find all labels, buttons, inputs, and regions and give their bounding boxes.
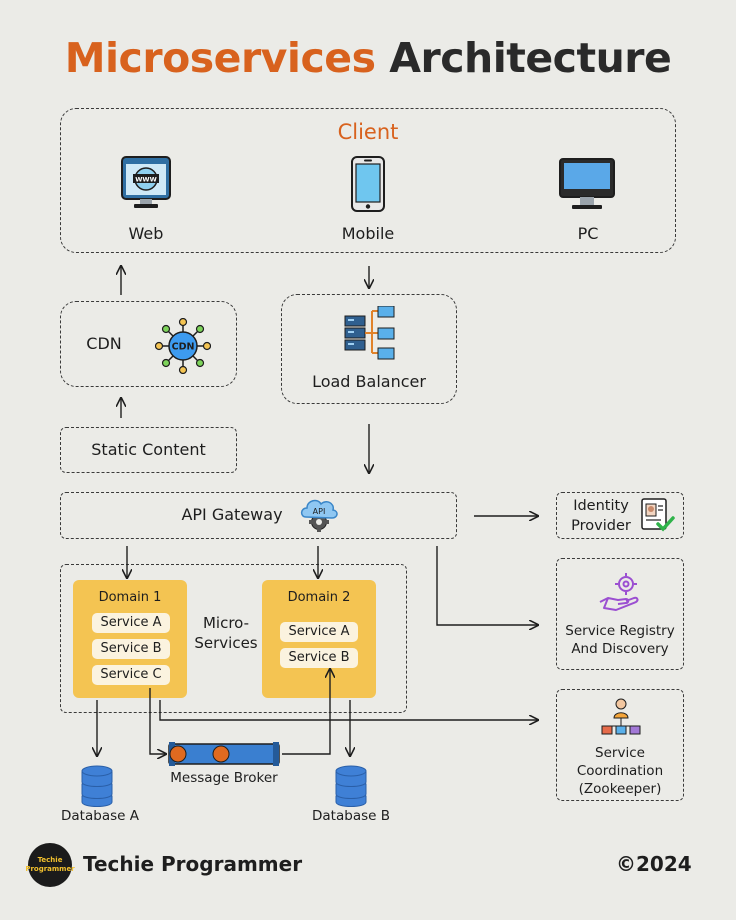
- client-web-label: Web: [128, 224, 164, 243]
- client-title: Client: [337, 120, 399, 144]
- service-coordination-line1: Service: [595, 745, 645, 761]
- coordinator-person-icon: [601, 698, 641, 735]
- api-cloud-gear-icon: API: [300, 499, 338, 532]
- arrow-gateway-to-registry: [436, 546, 538, 625]
- database-a-label: Database A: [61, 808, 139, 824]
- microservices-box: [60, 564, 407, 713]
- database-b-label: Database B: [312, 808, 390, 824]
- service-coordination-label: Service Coordination (Zookeeper): [556, 744, 684, 798]
- microservices-label: Micro- Services: [190, 613, 262, 653]
- identity-provider-label: Identity Provider: [562, 496, 640, 536]
- arrow-domain1-to-coordination: [159, 700, 538, 720]
- svg-text:WWW: WWW: [135, 176, 157, 184]
- load-balancer-servers-icon: [344, 306, 395, 360]
- title-rest: Architecture: [389, 34, 672, 82]
- microservices-line1: Micro-: [202, 614, 250, 632]
- domain-2-card: Domain 2 Service A Service B: [262, 580, 376, 698]
- domain-1-title: Domain 1: [98, 590, 162, 605]
- load-balancer-box: [281, 294, 457, 404]
- microservices-line2: Services: [194, 634, 258, 652]
- client-box: [60, 108, 676, 253]
- static-content-box: [60, 427, 237, 473]
- brand-logo-line1: Techie: [37, 856, 63, 864]
- smartphone-icon: [351, 156, 385, 212]
- domain-2-service-a: Service A: [280, 622, 358, 642]
- message-queue-icon: [168, 742, 280, 766]
- cdn-label: CDN: [86, 334, 122, 353]
- brand-logo: Techie Programmer: [25, 843, 75, 887]
- page-title: Microservices Architecture: [0, 34, 736, 82]
- copyright-year: ©2024: [616, 852, 692, 876]
- service-coordination-box: [556, 689, 684, 801]
- service-registry-line2: And Discovery: [571, 641, 669, 657]
- api-gateway-box: [60, 492, 457, 539]
- database-a-icon: [81, 765, 113, 807]
- domain-2-title: Domain 2: [287, 590, 351, 605]
- client-mobile-label: Mobile: [341, 224, 395, 243]
- title-highlight: Microservices: [64, 34, 376, 82]
- domain-1-service-a: Service A: [92, 613, 170, 633]
- cdn-network-icon: CDN: [155, 318, 211, 374]
- static-content-label: Static Content: [91, 440, 206, 459]
- browser-window-icon: WWW: [121, 156, 171, 208]
- service-coordination-line3: (Zookeeper): [578, 781, 662, 797]
- service-coordination-line2: Coordination: [576, 763, 664, 779]
- domain-1-card: Domain 1 Service A Service B Service C: [73, 580, 187, 698]
- domain-1-service-b: Service B: [92, 639, 170, 659]
- identity-provider-box: [556, 492, 684, 539]
- service-registry-label: Service Registry And Discovery: [556, 622, 684, 658]
- cdn-box: [60, 301, 237, 387]
- brand-name: Techie Programmer: [83, 852, 303, 876]
- database-b-icon: [335, 765, 367, 807]
- client-pc-label: PC: [577, 224, 599, 243]
- arrow-service-c-to-broker: [149, 688, 166, 754]
- load-balancer-label: Load Balancer: [312, 372, 426, 391]
- domain-2-service-b: Service B: [280, 648, 358, 668]
- api-icon-text: API: [313, 507, 326, 516]
- id-card-check-icon: [641, 498, 675, 532]
- identity-provider-line2: Provider: [571, 518, 631, 534]
- api-gateway-label: API Gateway: [181, 505, 283, 524]
- cdn-icon-text: CDN: [172, 342, 195, 353]
- domain-1-service-c: Service C: [92, 665, 170, 685]
- service-registry-line1: Service Registry: [565, 623, 675, 639]
- hand-gear-icon: [599, 573, 639, 611]
- desktop-monitor-icon: [559, 158, 615, 209]
- brand-logo-line2: Programmer: [25, 865, 75, 873]
- identity-provider-line1: Identity: [573, 498, 629, 514]
- arrow-broker-to-domain2: [282, 669, 330, 755]
- service-registry-box: [556, 558, 684, 670]
- message-broker-label: Message Broker: [170, 770, 278, 786]
